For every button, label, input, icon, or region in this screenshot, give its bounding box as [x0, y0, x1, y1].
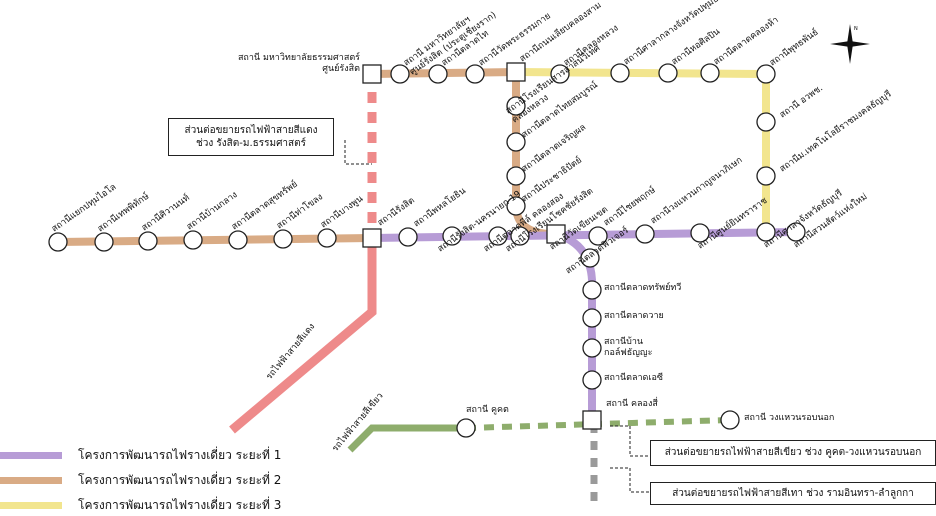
station-label-bueng-kham: สถานีบ้านกอล์ฟธัญญะ — [604, 336, 653, 358]
station-marker-khlong-si[interactable] — [582, 410, 602, 430]
station-marker-ban-mai[interactable] — [635, 224, 655, 244]
station-marker-bang-phun[interactable] — [317, 228, 337, 248]
legend-item-phase-2: โครงการพัฒนารถไฟรางเดี่ยว ระยะที่ 2 — [0, 469, 340, 491]
station-marker-jed-sao[interactable] — [546, 224, 566, 244]
station-marker-talad-nong[interactable] — [506, 132, 526, 152]
callout-green-extension: ส่วนต่อขยายรถไฟฟ้าสายสีเขียว ช่วง คูคต-ว… — [650, 440, 936, 466]
callout-leader-line — [344, 140, 372, 165]
red-line — [229, 238, 377, 434]
green-line — [347, 424, 466, 453]
station-marker-pathum-tai[interactable] — [48, 232, 68, 252]
station-label-rangsit: สถานีรังสิต — [375, 195, 416, 229]
purple-line-east — [371, 228, 797, 242]
station-marker-khlong-song[interactable] — [550, 64, 570, 84]
station-label-wat-lam: สถานีตลาดทรัพย์ทวี — [604, 281, 681, 293]
station-markers — [48, 62, 806, 438]
station-marker-talad-suk[interactable] — [228, 230, 248, 250]
legend-swatch — [0, 451, 62, 459]
station-marker-wat-yai[interactable] — [273, 229, 293, 249]
transit-map: สถานี มหาวิทยาลัยธรรมศาสตร์ศูนย์รังสิตสถ… — [48, 0, 894, 505]
station-label-phahon: สถานีพหลโยธิน — [411, 185, 468, 229]
station-marker-wat-paeng[interactable] — [658, 63, 678, 83]
legend-label: โครงการพัฒนารถไฟรางเดี่ยว ระยะที่ 1 — [78, 447, 282, 462]
station-marker-talad-khlong[interactable] — [488, 226, 508, 246]
station-marker-suan-sat[interactable] — [786, 222, 806, 242]
legend-item-phase-3: โครงการพัฒนารถไฟรางเดี่ยว ระยะที่ 3 — [0, 494, 340, 516]
svg-text:N: N — [854, 26, 858, 32]
station-marker-phahon[interactable] — [398, 227, 418, 247]
station-marker-wat-phra-ruangsi[interactable] — [465, 64, 485, 84]
station-label-khlong-chuai: สถานีตลาดวาย — [604, 310, 664, 321]
station-marker-khlong-nueng[interactable] — [506, 62, 526, 82]
station-marker-sala-klang[interactable] — [756, 222, 776, 242]
legend-item-phase-1: โครงการพัฒนารถไฟรางเดี่ยว ระยะที่ 1 — [0, 444, 340, 466]
legend-label: โครงการพัฒนารถไฟรางเดี่ยว ระยะที่ 2 — [78, 472, 282, 487]
station-label-thammasat: สถานี มหาวิทยาลัยธรรมศาสตร์ศูนย์รังสิต — [238, 51, 360, 74]
station-label-khlong-si: สถานี คลองสี่ — [606, 396, 658, 409]
callout-leaders — [344, 140, 650, 493]
station-marker-talad-bueng[interactable] — [582, 370, 602, 390]
station-marker-ring-road[interactable] — [720, 410, 740, 430]
station-marker-bueng-kham[interactable] — [582, 338, 602, 358]
legend-swatch — [0, 476, 62, 484]
callout-leader-line — [610, 467, 650, 493]
station-marker-school-khlong-luang[interactable] — [506, 96, 526, 116]
station-label-talad-bueng: สถานีตลาดเอซี — [604, 372, 663, 383]
station-marker-wat-lam[interactable] — [582, 280, 602, 300]
station-marker-rangsit-hosp[interactable] — [510, 226, 530, 246]
station-marker-pracha-thipat[interactable] — [506, 196, 526, 216]
station-label-ban-mai: สถานีวงแหวนกาญจนาภิเษก — [648, 155, 744, 227]
station-marker-pathum-center[interactable] — [610, 63, 630, 83]
station-marker-rangsit[interactable] — [362, 228, 382, 248]
station-marker-pathum-west[interactable] — [690, 223, 710, 243]
station-label-phutthaphan: สถานีพุทธพันธ์ — [767, 26, 821, 69]
legend-swatch — [0, 501, 62, 509]
station-marker-talad-thai[interactable] — [428, 64, 448, 84]
line-label-red: รถไฟฟ้าสายสีแดง — [264, 321, 317, 382]
station-marker-rajamangala[interactable] — [756, 166, 776, 186]
station-marker-aorpoc[interactable] — [756, 112, 776, 132]
callout-leader-line — [610, 425, 650, 457]
station-marker-rangsit-nakhon[interactable] — [442, 226, 462, 246]
compass-rose-icon: N — [830, 24, 870, 64]
station-marker-thammasat[interactable] — [362, 64, 382, 84]
station-marker-talad-charoen[interactable] — [506, 166, 526, 186]
station-label-bang-phun: สถานีบางพูน — [318, 193, 365, 230]
station-label-rangsit-chaiyapruek: สถานีไชยพฤกษ์ — [601, 184, 658, 229]
station-marker-thepphitak[interactable] — [94, 232, 114, 252]
callout-red-extension: ส่วนต่อขยายรถไฟฟ้าสายสีแดง ช่วง รังสิต-ม… — [168, 118, 334, 156]
station-marker-khlong-sam[interactable] — [700, 63, 720, 83]
station-marker-phutthaphan[interactable] — [756, 64, 776, 84]
station-label-pathum-west: สถานีศูนย์ยินทราราช — [695, 194, 769, 251]
station-label-ku-khot: สถานี คูคต — [466, 404, 509, 415]
station-marker-ban-klang[interactable] — [183, 230, 203, 250]
station-marker-sri-wanit[interactable] — [138, 231, 158, 251]
station-marker-mhs-prachathipat[interactable] — [390, 64, 410, 84]
station-marker-ku-khot[interactable] — [456, 418, 476, 438]
station-marker-rangsit-chaiyapruek[interactable] — [588, 226, 608, 246]
station-label-aorpoc: สถานี อวพช. — [777, 83, 825, 121]
station-marker-talad-rangsit[interactable] — [580, 248, 600, 268]
callout-gray-extension: ส่วนต่อขยายรถไฟฟ้าสายสีเทา ช่วง รามอินทร… — [650, 482, 936, 505]
legend-label: โครงการพัฒนารถไฟรางเดี่ยว ระยะที่ 3 — [78, 497, 282, 512]
station-marker-khlong-chuai[interactable] — [582, 308, 602, 328]
station-label-ring-road: สถานี วงแหวนรอบนอก — [744, 412, 834, 423]
